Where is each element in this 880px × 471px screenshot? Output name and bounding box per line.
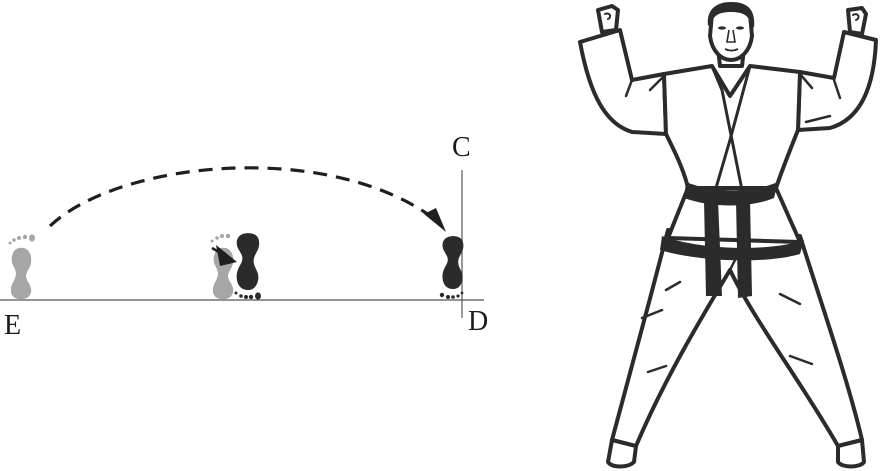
right-sleeve (796, 30, 878, 132)
arc-arrow (48, 166, 437, 228)
left-sleeve (578, 28, 668, 136)
arc-arrowhead-icon (424, 208, 446, 232)
black-belt (660, 182, 804, 298)
short-arrowhead-icon (216, 245, 237, 266)
face (718, 26, 744, 52)
right-foot (836, 438, 866, 469)
label-e: E (4, 310, 22, 341)
mid-left-foot (210, 233, 234, 300)
label-d: D (468, 306, 489, 337)
start-left-foot (8, 234, 35, 300)
hair (707, 2, 755, 28)
label-c: C (452, 132, 471, 163)
left-foot (606, 438, 638, 469)
gi-pants (610, 228, 864, 448)
end-right-foot (439, 236, 464, 299)
right-fist-icon (846, 6, 868, 36)
mid-right-foot (234, 233, 261, 300)
gi-creases (624, 72, 842, 374)
